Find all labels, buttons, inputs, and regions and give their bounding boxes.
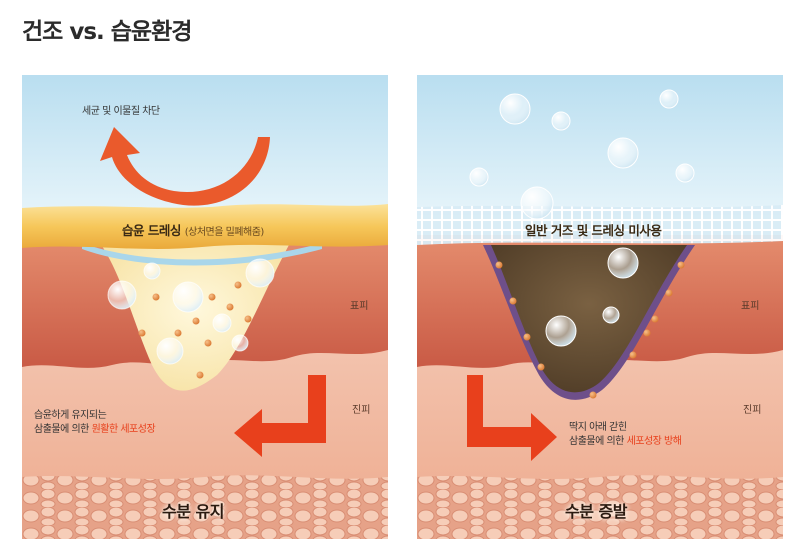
moisture-kept-label: 수분 유지 — [162, 502, 224, 521]
band-label-sub: (상처면을 밀폐해줌) — [184, 227, 265, 238]
impeded-note-line2: 삼출물에 의한 세포성장 방해 — [569, 435, 682, 449]
impeded-note-highlight: 세포성장 방해 — [626, 436, 682, 447]
dermis-label: 진피 — [352, 405, 371, 416]
dry-environment-panel: 일반 거즈 및 드레싱 미사용 표피 진피 딱지 아래 갇힌 삼출물에 의한 세… — [417, 75, 783, 539]
gauze-band-label: 일반 거즈 및 드레싱 미사용 — [525, 223, 662, 238]
impeded-note: 딱지 아래 갇힌 삼출물에 의한 세포성장 방해 — [569, 421, 682, 449]
band-label-main: 습윤 드레싱 — [122, 223, 181, 238]
moist-illustration — [22, 75, 388, 539]
page-title: 건조 vs. 습윤환경 — [22, 19, 192, 45]
dermis-label: 진피 — [743, 405, 762, 416]
healing-note: 습윤하게 유지되는 삼출물에 의한 원활한 세포성장 — [34, 409, 156, 437]
moist-environment-panel: 세균 및 이물질 차단 습윤 드레싱 (상처면을 밀폐해줌) 표피 진피 습윤하… — [22, 75, 388, 539]
healing-note-line1: 습윤하게 유지되는 — [34, 410, 107, 421]
dressing-band-label: 습윤 드레싱 (상처면을 밀폐해줌) — [122, 220, 264, 239]
epidermis-label: 표피 — [350, 301, 369, 312]
impeded-note-line1: 딱지 아래 갇힌 — [569, 422, 627, 433]
moisture-evaporation-label: 수분 증발 — [565, 502, 627, 521]
epidermis-label: 표피 — [741, 301, 760, 312]
healing-note-prefix: 삼출물에 의한 — [34, 424, 92, 435]
barrier-note: 세균 및 이물질 차단 — [82, 106, 160, 117]
impeded-note-prefix: 삼출물에 의한 — [569, 436, 627, 447]
dry-illustration — [417, 75, 783, 539]
healing-note-line2: 삼출물에 의한 원활한 세포성장 — [34, 423, 156, 437]
healing-note-highlight: 원활한 세포성장 — [91, 424, 156, 435]
